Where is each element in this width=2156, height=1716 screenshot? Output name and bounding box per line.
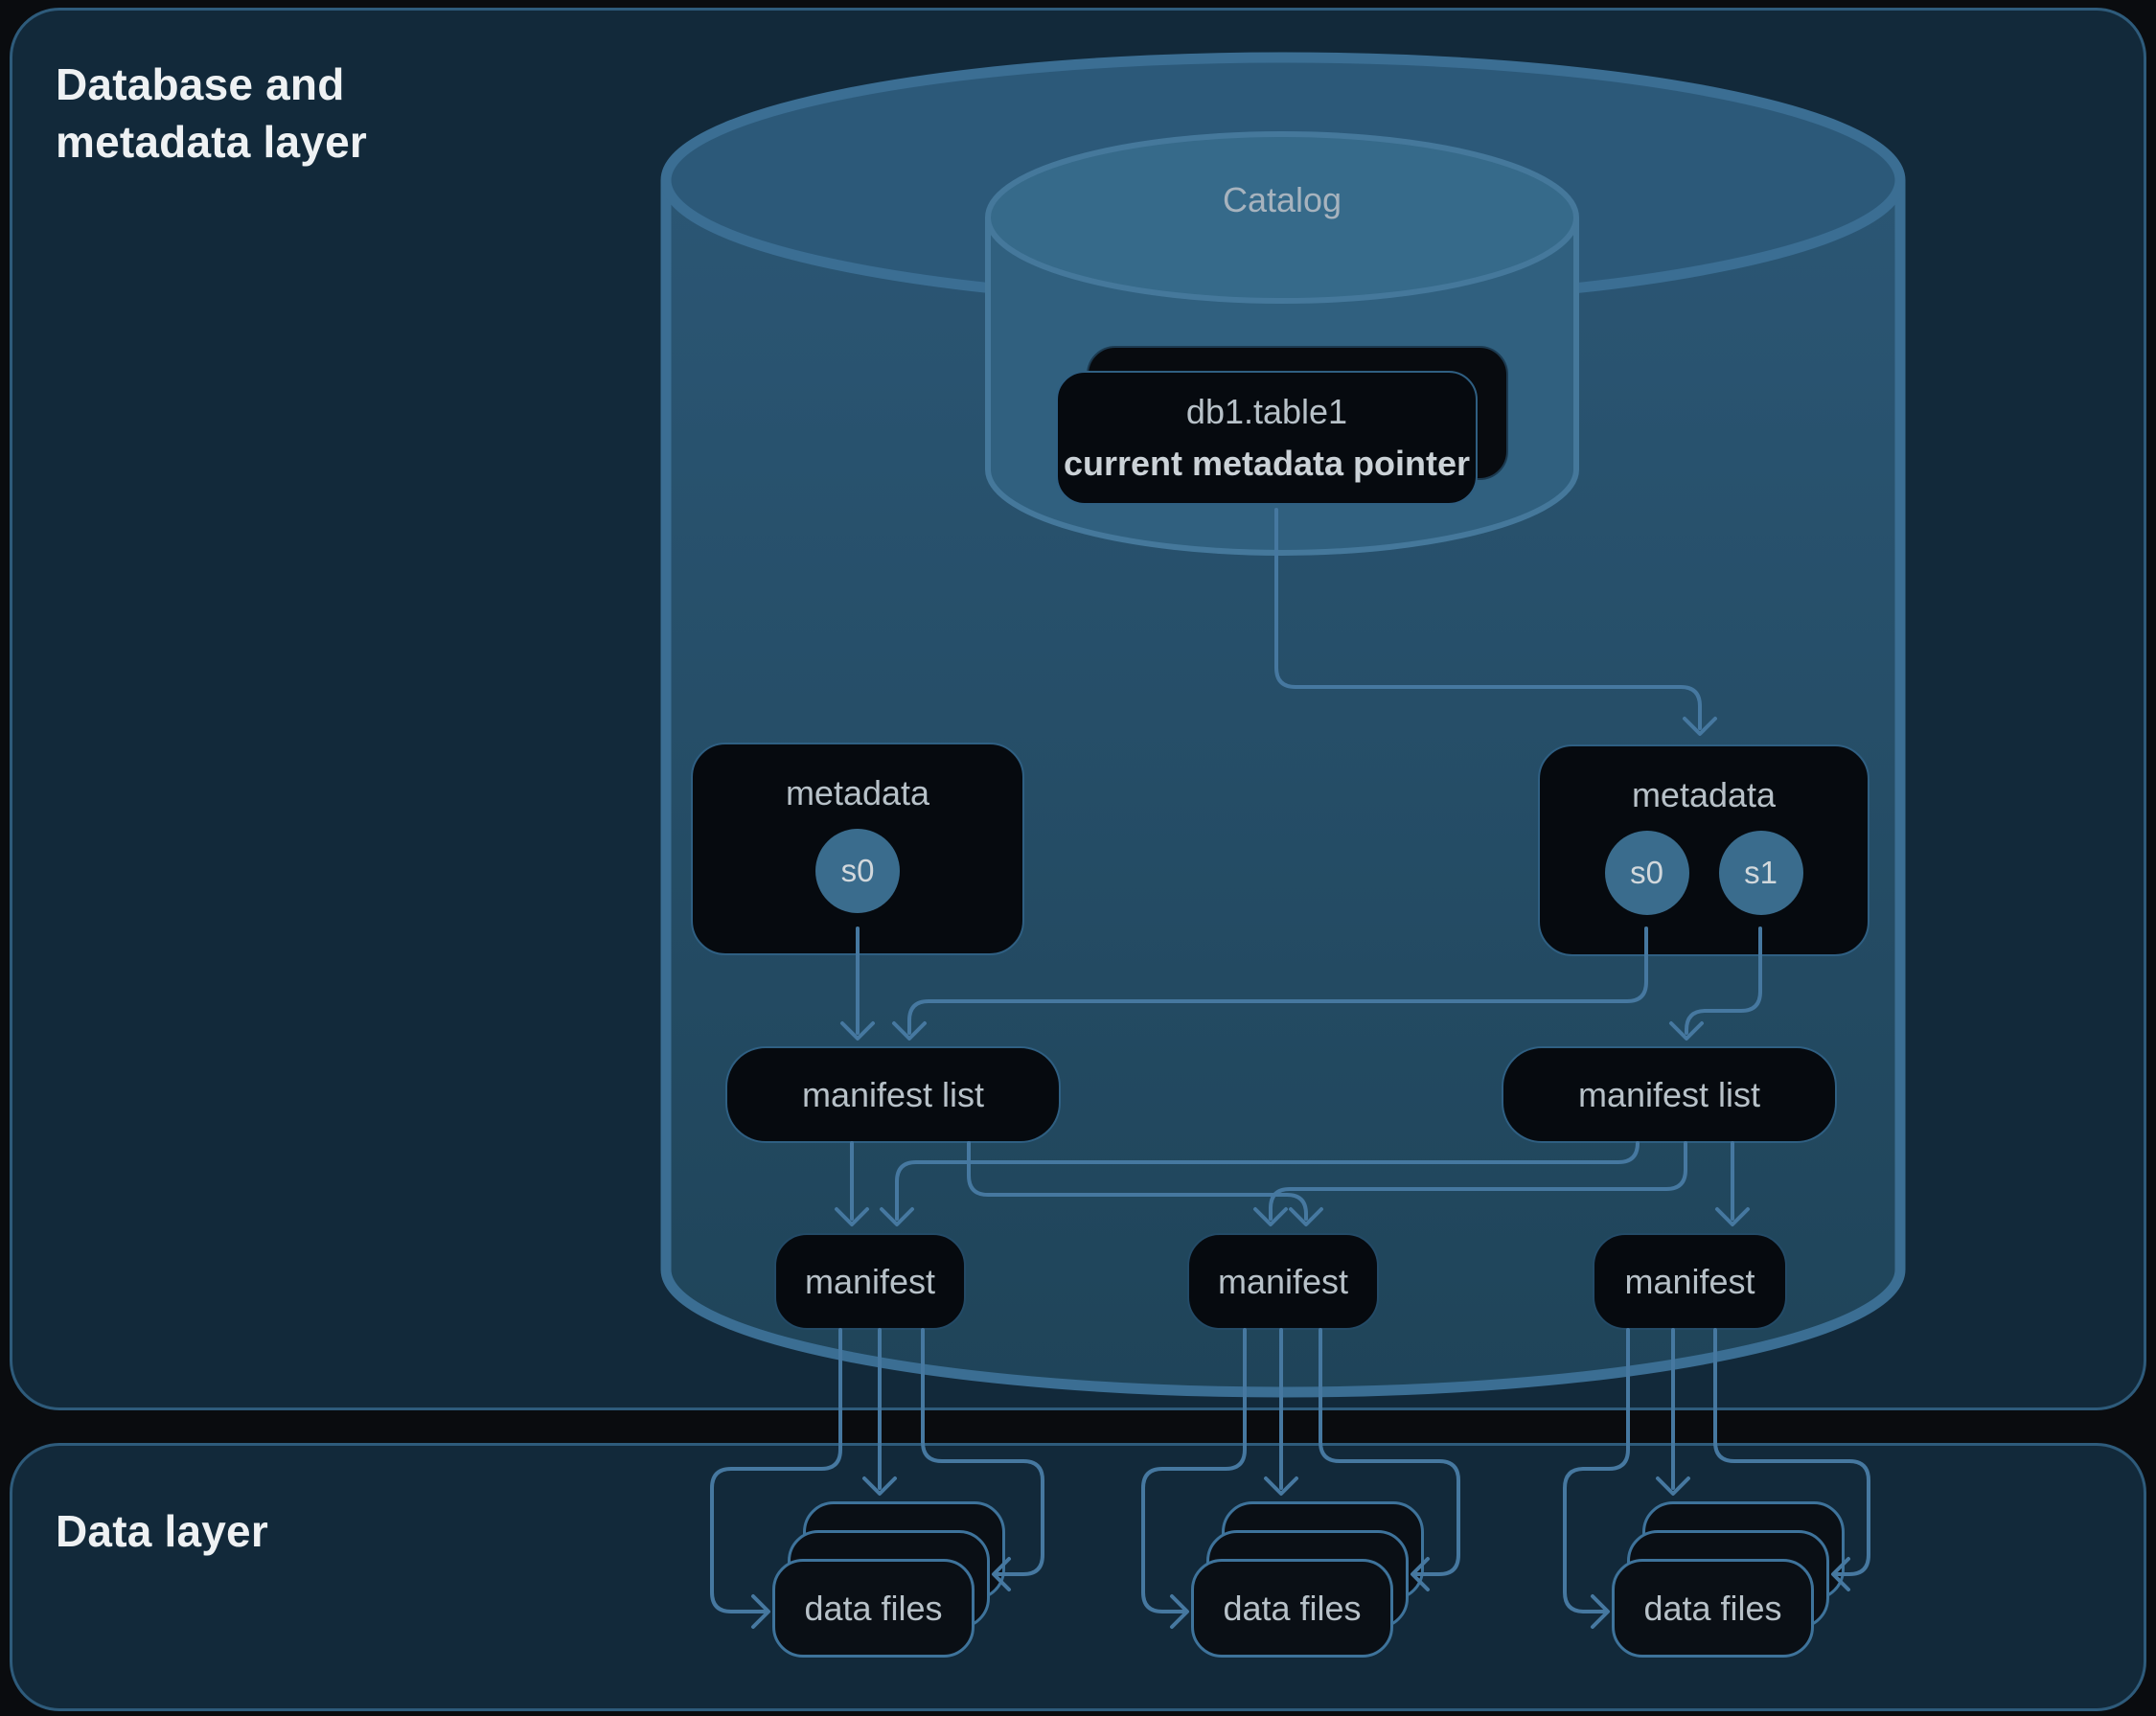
metadata-file-2: metadata s0 s1 — [1538, 744, 1869, 956]
metadata-file-2-label: metadata — [1631, 775, 1777, 814]
metadata-layer-title: Database and metadata layer — [56, 59, 367, 167]
metadata-layer-panel — [10, 8, 2146, 1410]
manifest-1: manifest — [774, 1233, 966, 1330]
pointer-role: current metadata pointer — [1063, 444, 1471, 483]
data-layer-title: Data layer — [56, 1506, 268, 1556]
catalog-label: Catalog — [1222, 180, 1342, 219]
manifest-list-2: manifest list — [1502, 1046, 1837, 1143]
data-files-3: data files — [1612, 1559, 1814, 1658]
metadata-pointer-box: db1.table1 current metadata pointer — [1056, 371, 1478, 505]
snapshot-s0: s0 — [1604, 831, 1689, 915]
metadata-file-1: metadata s0 — [691, 743, 1024, 955]
snapshot-s0: s0 — [815, 829, 900, 913]
manifest-list-1: manifest list — [725, 1046, 1061, 1143]
manifest-3: manifest — [1593, 1233, 1787, 1330]
data-files-2: data files — [1191, 1559, 1393, 1658]
manifest-2: manifest — [1187, 1233, 1379, 1330]
pointer-table-name: db1.table1 — [1185, 392, 1348, 431]
snapshot-s1: s1 — [1718, 831, 1803, 915]
data-files-1: data files — [772, 1559, 975, 1658]
metadata-file-1-label: metadata — [785, 773, 930, 812]
